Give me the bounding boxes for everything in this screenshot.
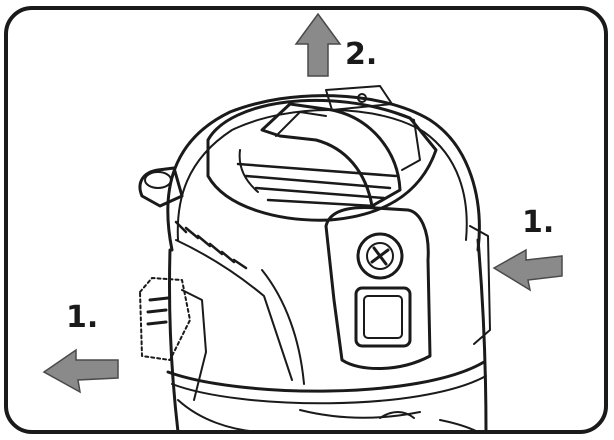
- hose-inlet: [138, 166, 184, 208]
- arrow-left-icon: [492, 248, 563, 292]
- left-latch-clip: [139, 277, 191, 361]
- arrow-up-icon: [294, 12, 342, 77]
- tank-rim: [166, 360, 486, 393]
- socket-cover: [354, 286, 412, 348]
- motor-head-housing: [166, 94, 481, 252]
- arrow-left-icon: [42, 348, 119, 394]
- step-2-label: 2.: [345, 37, 378, 72]
- carry-handle: [260, 102, 402, 208]
- illustration-frame: [4, 6, 608, 434]
- control-panel: [324, 206, 432, 370]
- step-1-right-label: 1.: [522, 205, 555, 240]
- tank-body: [167, 238, 488, 434]
- step-1-left-label: 1.: [66, 300, 99, 335]
- power-switch-knob: [356, 232, 404, 280]
- right-latch-clip: [469, 225, 491, 345]
- vent-grille: [236, 162, 398, 208]
- handle-recess: [206, 98, 438, 222]
